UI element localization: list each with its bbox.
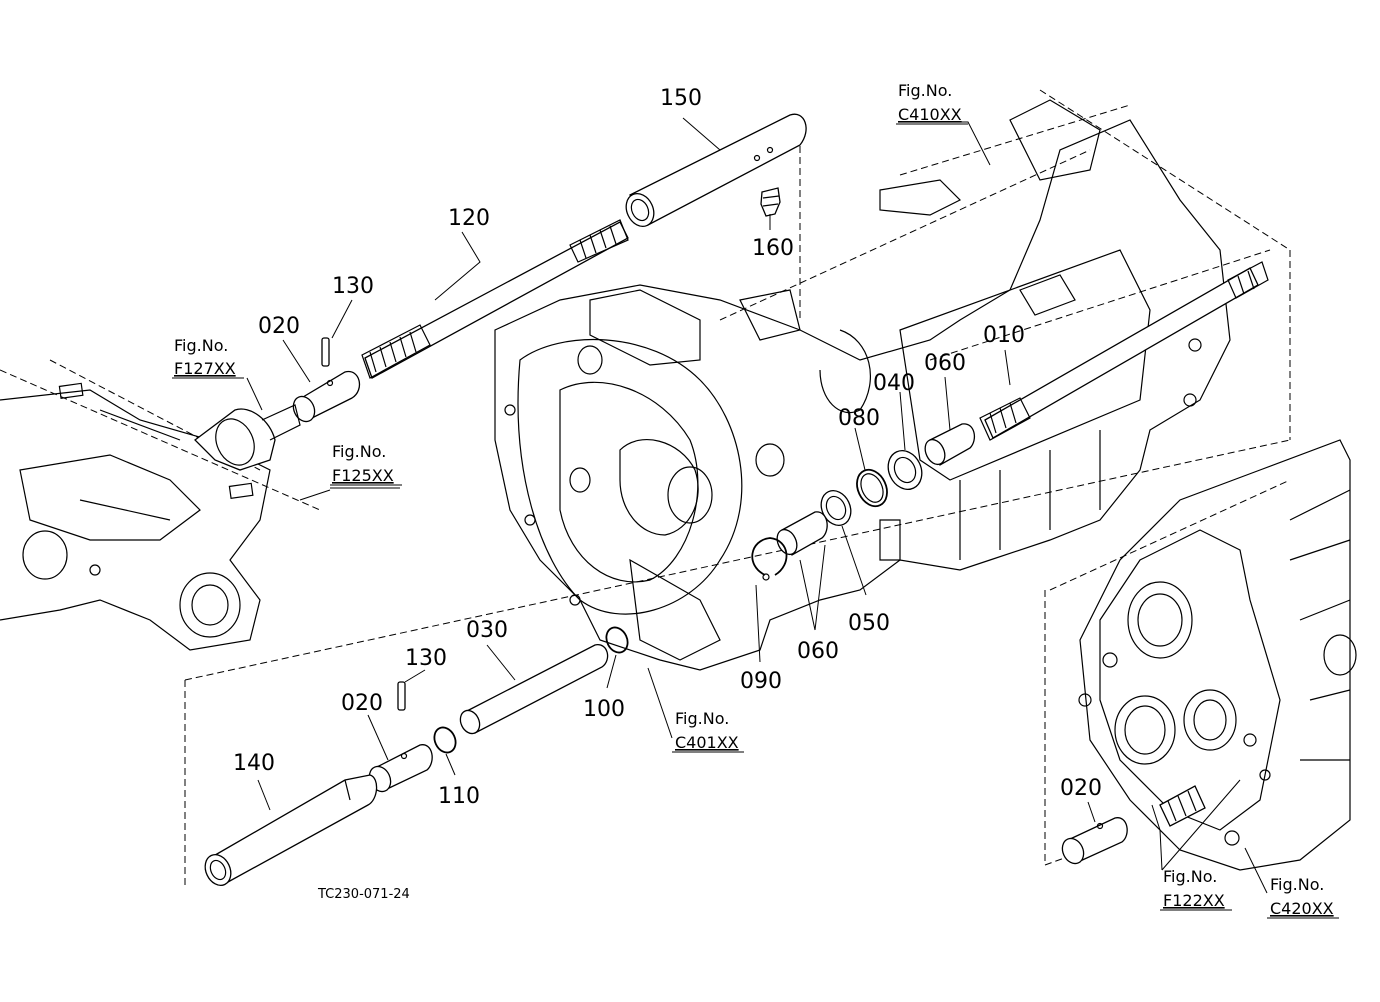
part-150-tube (625, 113, 807, 228)
part-010-shaft (979, 261, 1269, 441)
part-030-tube (459, 644, 609, 735)
fig-ref-f125: Fig.No. F125XX (330, 442, 402, 486)
svg-text:Fig.No.: Fig.No. (898, 81, 952, 100)
main-transmission-housing (494, 99, 1231, 671)
svg-text:Fig.No.: Fig.No. (1163, 867, 1217, 886)
label-120: 120 (448, 206, 490, 231)
part-130-pin-lower (397, 681, 406, 711)
part-060-collar-lower (776, 511, 828, 556)
fig-ref-c420: Fig.No. C420XX (1267, 875, 1339, 919)
label-110: 110 (438, 784, 480, 809)
part-100-oring (605, 626, 629, 654)
left-axle-housing (0, 382, 271, 651)
part-110-oring (433, 726, 457, 754)
fig-ref-c410: Fig.No. C410XX (896, 81, 968, 125)
figure-reference-labels: Fig.No. C410XX Fig.No. F127XX Fig.No. F1… (172, 81, 1339, 919)
part-060-collar-upper (924, 423, 976, 466)
svg-text:C410XX: C410XX (898, 105, 962, 124)
svg-text:F127XX: F127XX (174, 359, 236, 378)
label-020-right: 020 (1060, 776, 1102, 801)
svg-text:F125XX: F125XX (332, 466, 394, 485)
svg-text:F122XX: F122XX (1163, 891, 1225, 910)
part-080-ring (856, 468, 888, 508)
right-gear-case (1044, 439, 1357, 871)
label-020-lower: 020 (341, 691, 383, 716)
part-number-labels: 150 120 160 130 020 010 060 040 080 050 … (233, 86, 1102, 809)
part-020-coupling-right (1061, 817, 1128, 865)
label-060-lower: 060 (797, 639, 839, 664)
svg-text:Fig.No.: Fig.No. (675, 709, 729, 728)
label-020-upper: 020 (258, 314, 300, 339)
part-090-snap-ring (751, 537, 788, 581)
label-160: 160 (752, 236, 794, 261)
label-060-upper: 060 (924, 351, 966, 376)
label-100: 100 (583, 697, 625, 722)
leader-lines (246, 117, 1268, 894)
svg-text:Fig.No.: Fig.No. (332, 442, 386, 461)
part-120-shaft (361, 219, 629, 379)
label-150: 150 (660, 86, 702, 111)
part-040-bearing (887, 450, 923, 490)
part-020-coupling-lower (368, 744, 433, 793)
part-140-tube (204, 774, 378, 887)
part-130-pin-upper (321, 337, 330, 367)
label-090: 090 (740, 669, 782, 694)
label-130-lower: 130 (405, 646, 447, 671)
label-010: 010 (983, 323, 1025, 348)
label-130-upper: 130 (332, 274, 374, 299)
fig-ref-f127: Fig.No. F127XX (172, 336, 244, 379)
fig-ref-c401: Fig.No. C401XX (672, 709, 744, 753)
part-020-coupling-upper (292, 370, 361, 423)
part-160-plug (760, 187, 781, 217)
svg-text:C420XX: C420XX (1270, 899, 1334, 918)
svg-text:C401XX: C401XX (675, 733, 739, 752)
label-140: 140 (233, 751, 275, 776)
label-030: 030 (466, 618, 508, 643)
fig-ref-f122: Fig.No. F122XX (1160, 867, 1232, 911)
label-040: 040 (873, 371, 915, 396)
label-050: 050 (848, 611, 890, 636)
drawing-code: TC230-071-24 (317, 887, 410, 902)
svg-text:Fig.No.: Fig.No. (1270, 875, 1324, 894)
label-080: 080 (838, 406, 880, 431)
svg-text:Fig.No.: Fig.No. (174, 336, 228, 355)
f127-joint (194, 404, 301, 471)
f122-spline-shaft (1159, 785, 1206, 827)
